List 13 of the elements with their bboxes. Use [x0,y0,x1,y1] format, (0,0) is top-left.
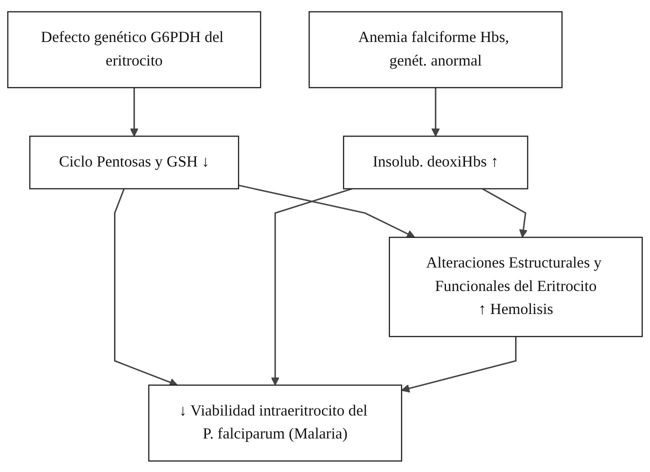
node-box: Ciclo Pentosas y GSH ↓ [29,135,240,189]
node-box: Alteraciones Estructurales y Funcionales del Eritrocito ↑ Hemolisis [388,236,643,337]
arrow [114,188,178,386]
node-box: Insolub. deoxiHbs ↑ [342,135,528,189]
arrow [482,188,528,238]
arrow [130,87,138,136]
arrow [238,184,416,238]
node-box: Defecto genético G6PDH del eritrocito [7,10,262,88]
node-box: Anemia falciforme Hbs, genét. anormal [308,10,563,88]
arrow [401,336,517,392]
arrow [270,188,353,386]
node-box: ↓ Viabilidad intraeritrocito del P. falciparum (Malaria) [148,384,402,462]
arrow [431,87,440,136]
